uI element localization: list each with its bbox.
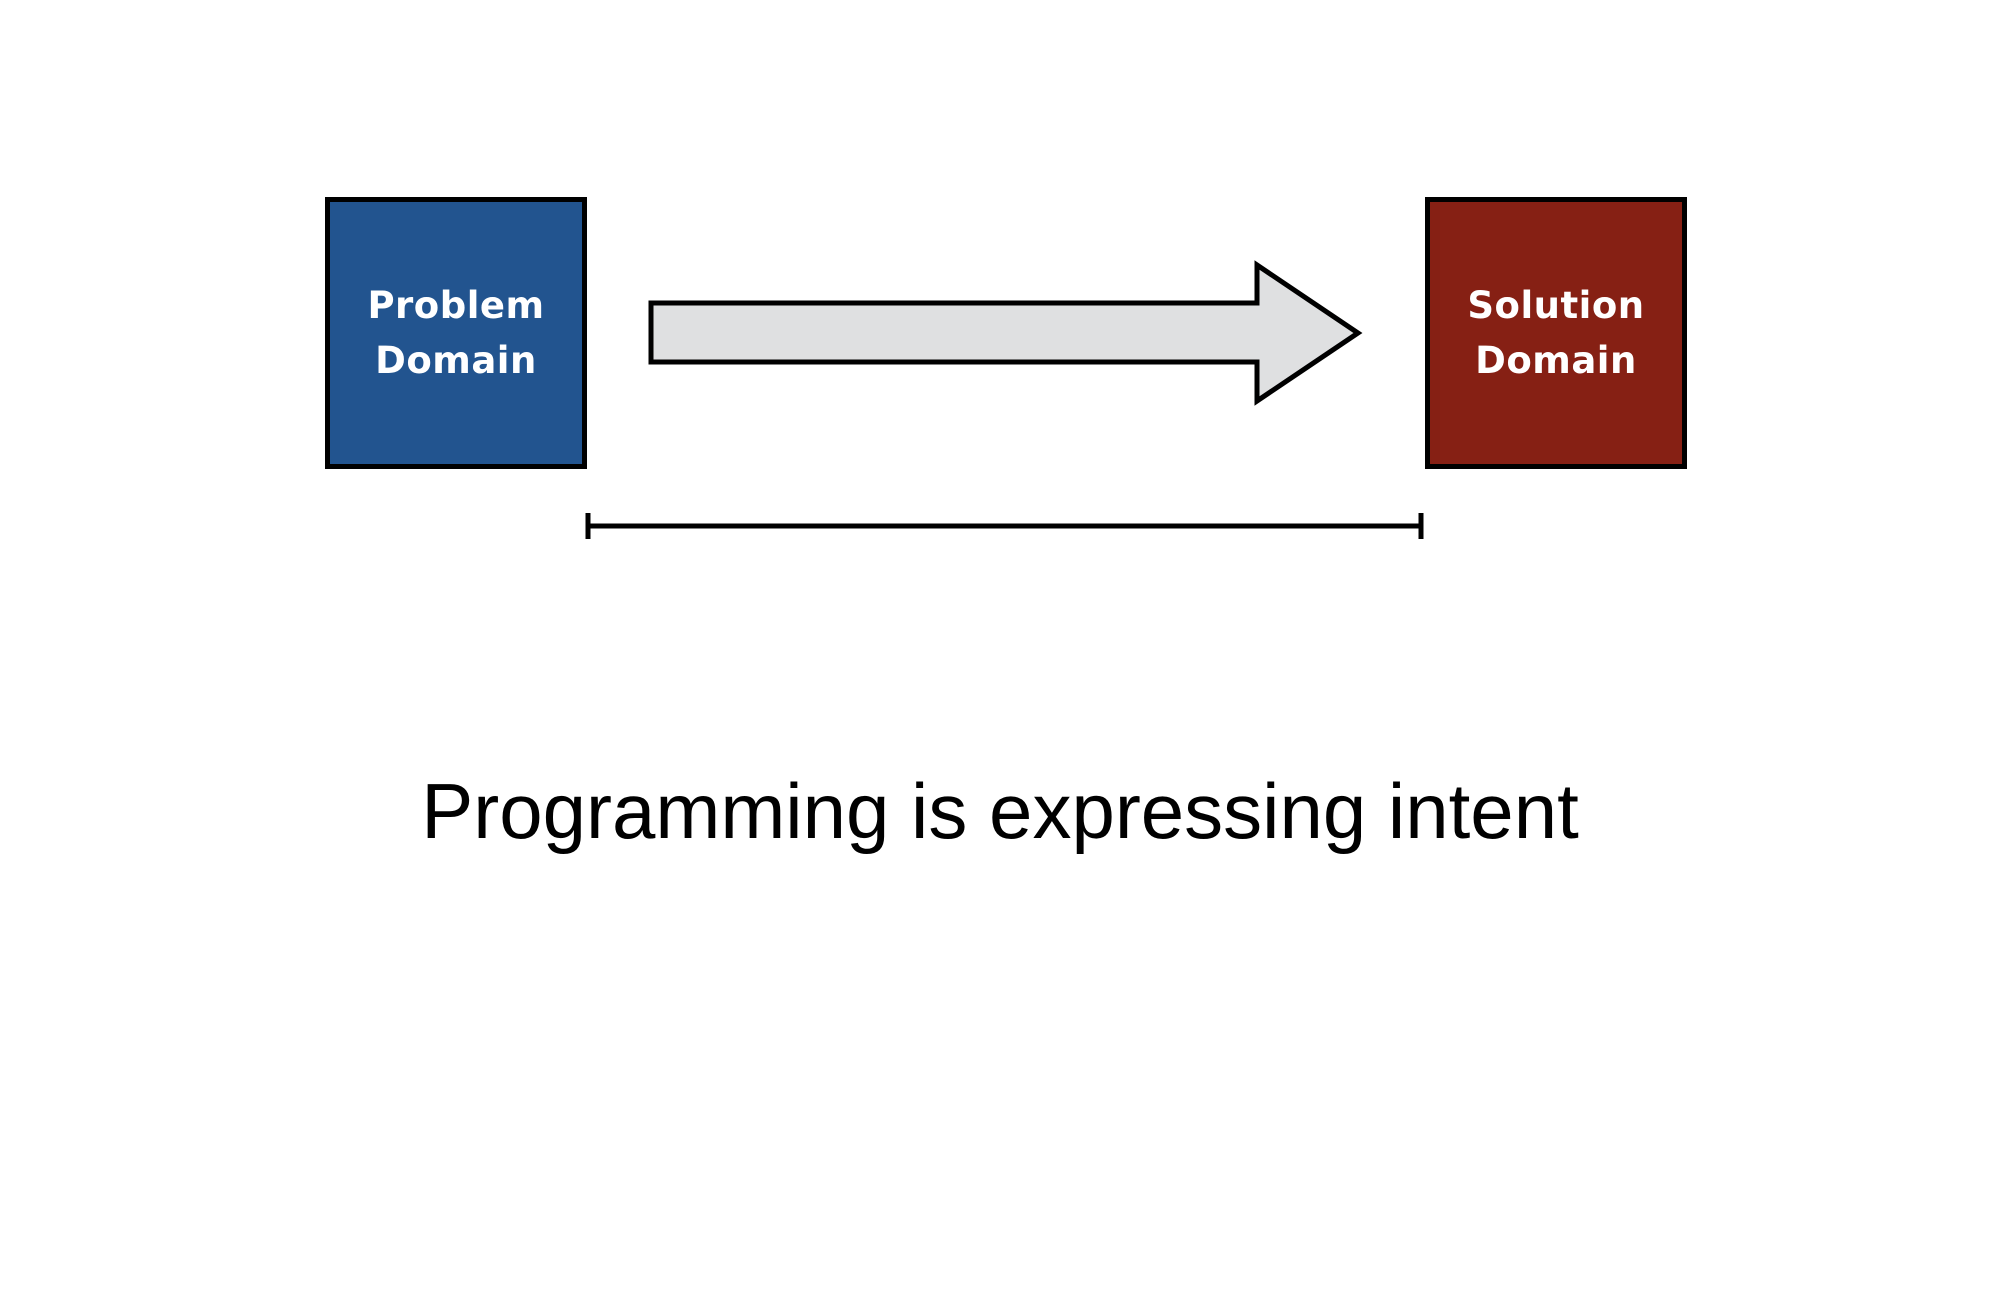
solution-domain-label-line1: Solution <box>1467 284 1645 327</box>
solution-domain-box: Solution Domain <box>1425 197 1687 469</box>
solution-domain-label-line2: Domain <box>1475 339 1637 382</box>
problem-domain-label-line1: Problem <box>367 284 545 327</box>
problem-domain-label-line2: Domain <box>375 339 537 382</box>
problem-domain-box: Problem Domain <box>325 197 587 469</box>
transformation-arrow <box>648 260 1363 406</box>
caption: Programming is expressing intent <box>421 767 1579 855</box>
distance-bracket <box>585 513 1424 539</box>
